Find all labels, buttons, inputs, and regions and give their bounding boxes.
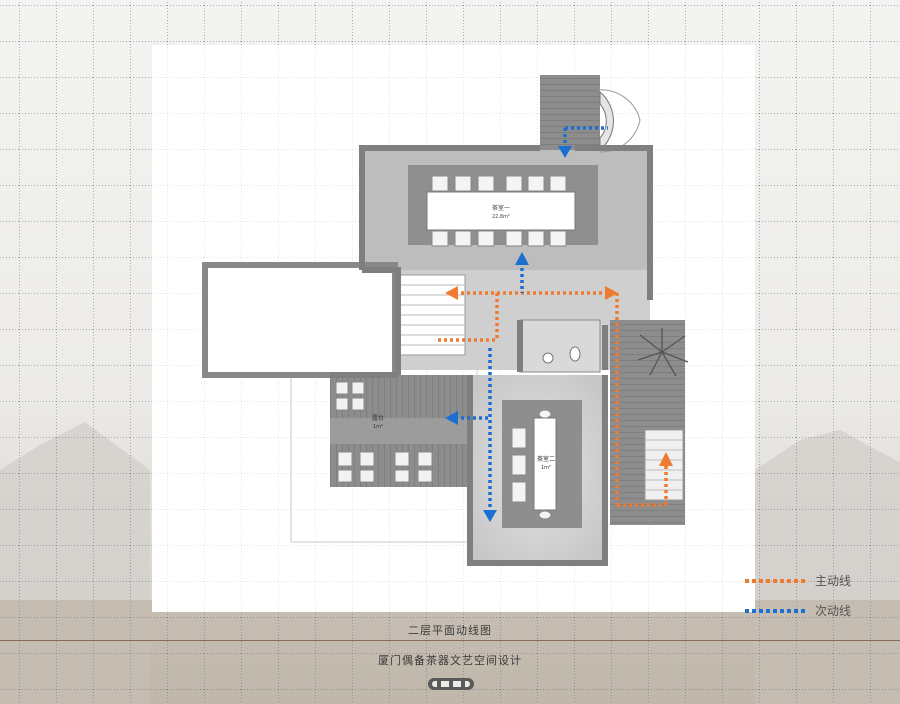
primary-arrow-up <box>659 452 673 466</box>
tea-room-2-chairs <box>511 409 552 520</box>
top-deck <box>540 75 600 150</box>
tea-room-2-area: 1m² <box>541 465 551 471</box>
project-title: 厦门偶备茶器文艺空间设计 <box>378 654 522 667</box>
tea-table-2 <box>533 417 557 511</box>
legend-secondary-label: 次动线 <box>815 604 852 618</box>
tea-room-1-area: 22.8m² <box>492 214 510 220</box>
terrace-band <box>330 418 470 444</box>
tea-room-2-label: 茶室二 <box>537 455 555 463</box>
secondary-arrow-up <box>515 252 529 265</box>
tea-room-1-chairs <box>431 175 567 247</box>
plan-title: 二层平面动线图 <box>408 624 492 637</box>
inner-stair-treads <box>400 284 465 346</box>
wc-toilet <box>569 346 581 362</box>
divider-rule <box>0 640 900 641</box>
left-room <box>202 262 398 378</box>
primary-route <box>438 291 668 507</box>
terrace-furniture <box>335 381 433 483</box>
brand-logo-icon <box>428 678 474 690</box>
right-stair-treads <box>645 439 683 491</box>
walls <box>330 145 653 566</box>
secondary-arrow-down <box>483 510 497 522</box>
secondary-arrow-top <box>558 146 572 158</box>
secondary-arrow-left <box>445 411 458 425</box>
tea-table-1 <box>426 191 576 231</box>
terrace-area: 1m² <box>373 424 383 430</box>
primary-arrow-right <box>605 286 618 300</box>
plant-icon <box>637 328 689 377</box>
terrace-label: 露台 <box>372 414 384 422</box>
tea-room-1-label: 茶室一 <box>492 204 510 212</box>
legend-primary-label: 主动线 <box>815 574 852 588</box>
wc-block <box>519 319 601 373</box>
primary-arrow-left <box>445 286 458 300</box>
wc-basin <box>542 352 554 364</box>
